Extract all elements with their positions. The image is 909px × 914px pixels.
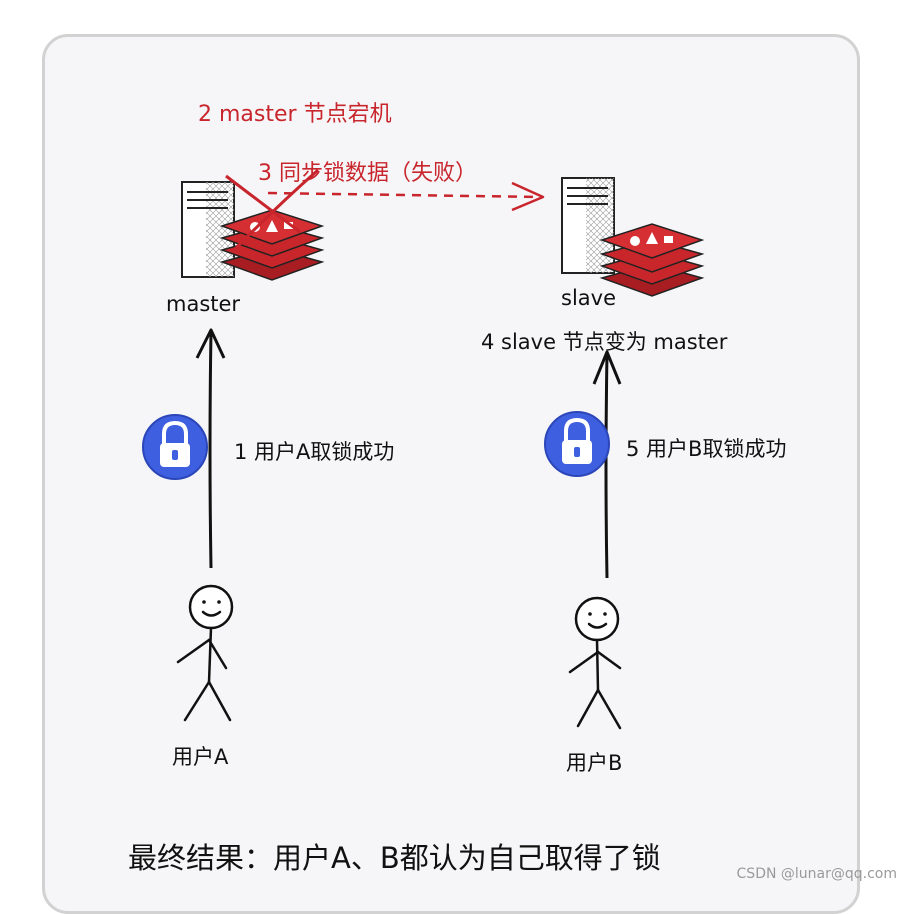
user-b-padlock-icon (544, 411, 610, 477)
diagram-canvas (142, 168, 705, 730)
master-down-label: 2 master 节点宕机 (198, 102, 392, 127)
user-b-arrow (592, 350, 622, 579)
user-b-label: 用户B (566, 751, 623, 775)
failure-cross-icon (225, 168, 319, 252)
slave-label: slave (561, 286, 616, 310)
master-server-icon (181, 181, 235, 278)
user-b-stick-figure-icon (568, 596, 622, 730)
sync-fail-label: 3 同步锁数据（失败） (258, 161, 477, 186)
conclusion-text: 最终结果：用户A、B都认为自己取得了锁 (128, 841, 661, 875)
slave-promote-label: 4 slave 节点变为 master (481, 330, 728, 354)
master-label: master (166, 292, 241, 316)
watermark: CSDN @lunar@qq.com (736, 866, 897, 882)
user-b-lock-label: 5 用户B取锁成功 (626, 437, 787, 461)
user-a-padlock-icon (142, 414, 208, 480)
slave-redis-stack-icon (599, 223, 705, 297)
user-a-lock-label: 1 用户A取锁成功 (234, 440, 395, 464)
user-a-stick-figure-icon (176, 584, 234, 722)
user-a-label: 用户A (172, 745, 229, 769)
sync-dashed-arrow (267, 181, 545, 212)
user-a-arrow (195, 328, 226, 569)
slave-server-icon (561, 177, 615, 274)
